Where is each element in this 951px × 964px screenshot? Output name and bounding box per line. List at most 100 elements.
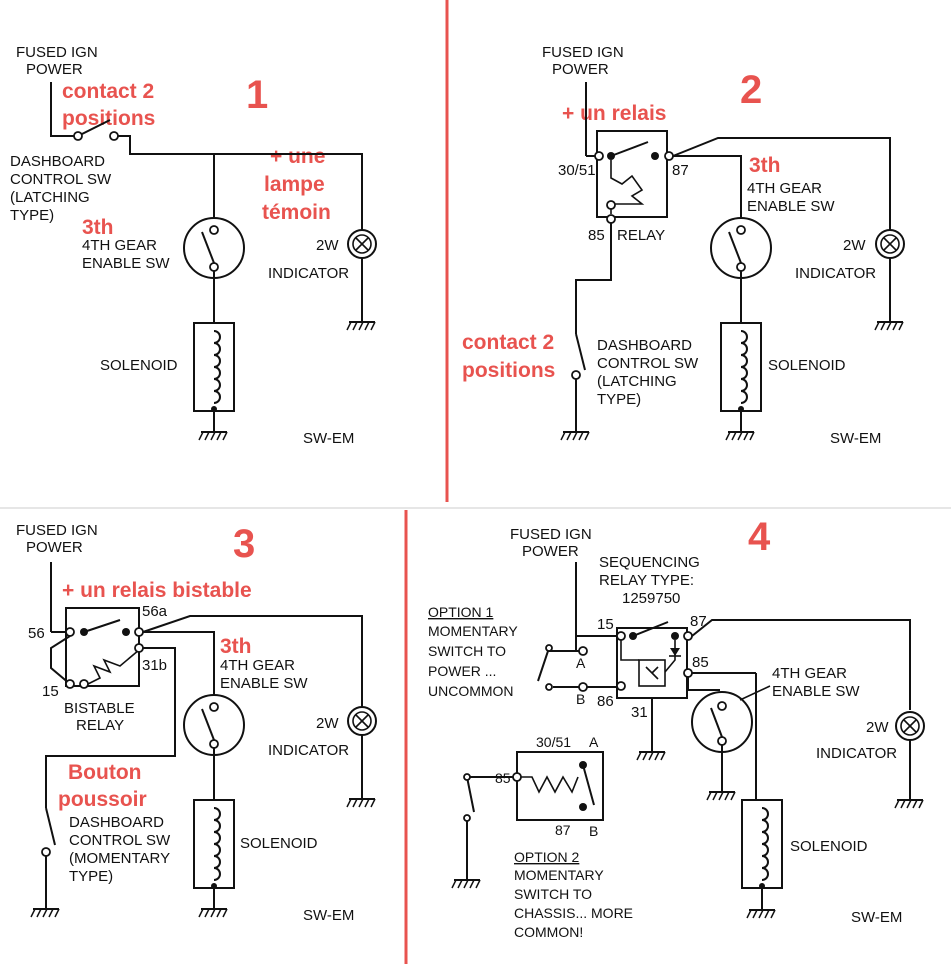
option1-title: OPTION 1 (428, 604, 494, 620)
relay-contact (122, 628, 130, 636)
wire (142, 615, 363, 707)
red-note-lamp-3: témoin (262, 201, 331, 224)
fused-power-label-1: FUSED IGN (16, 44, 98, 61)
switch-contact (209, 739, 219, 749)
panel-2: 2 FUSED IGN POWER + un relais 30/51 87 8… (462, 44, 905, 447)
relay-lever (610, 141, 649, 157)
red-note-3th: 3th (82, 216, 114, 239)
pin-label: 85 (692, 654, 709, 671)
switch-contact (578, 646, 588, 656)
dashboard-switch-lever (77, 119, 111, 137)
switch-contact (73, 131, 83, 141)
wire (50, 635, 71, 685)
relay-contact (671, 632, 679, 640)
lamp-watt-label: 2W (866, 719, 889, 736)
terminal-label: B (576, 691, 585, 707)
gear-switch-label-1: 4TH GEAR (220, 657, 295, 674)
solenoid-label: SOLENOID (100, 357, 178, 374)
red-note-contact-1: contact 2 (462, 331, 554, 354)
red-note-lamp-1: + une (270, 145, 325, 168)
wire (45, 647, 176, 808)
switch-contact (109, 131, 119, 141)
wire (620, 640, 639, 661)
dashboard-label-1: DASHBOARD (69, 814, 164, 831)
relay-contact (512, 772, 522, 782)
switch-contact (578, 682, 588, 692)
solenoid-label: SOLENOID (240, 835, 318, 852)
switch-contact (736, 262, 746, 272)
fused-power-label-2: POWER (552, 61, 609, 78)
gear-switch-label-1: 4TH GEAR (82, 237, 157, 254)
red-note-3th: 3th (749, 154, 781, 177)
relay-coil (521, 775, 579, 794)
switch-contact (736, 225, 746, 235)
relay-contact (65, 627, 75, 637)
wire (118, 135, 363, 230)
lamp-watt-label: 2W (316, 715, 339, 732)
pin-label: 31 (631, 704, 648, 721)
solenoid-coil (720, 322, 762, 413)
option2-line-3: CHASSIS... MORE (514, 905, 633, 921)
switch-contact (209, 262, 219, 272)
ground-icon (451, 879, 481, 889)
relay-contact (616, 631, 626, 641)
ground-icon (706, 791, 736, 801)
switch-contact (717, 736, 727, 746)
fused-power-label-2: POWER (26, 539, 83, 556)
red-note-contact-2: positions (462, 359, 555, 382)
wire (664, 640, 676, 673)
lamp-watt-label: 2W (843, 237, 866, 254)
pin-label: 87 (672, 162, 689, 179)
code-label: SW-EM (303, 907, 354, 924)
gear-switch-lever (710, 707, 723, 738)
gear-switch-label-1: 4TH GEAR (772, 665, 847, 682)
relay-box (65, 607, 140, 687)
relay-lever (632, 621, 669, 637)
dashboard-switch-lever (45, 807, 56, 846)
option2-switch-lever (466, 776, 475, 813)
pin-label: 86 (597, 693, 614, 710)
panel-4: 4 FUSED IGN POWER SEQUENCING RELAY TYPE:… (428, 515, 925, 940)
red-note-lamp-2: lampe (264, 173, 325, 196)
code-label: SW-EM (851, 909, 902, 926)
lamp-icon (875, 229, 905, 259)
switch-contact (545, 683, 553, 691)
sequencing-label-2: RELAY TYPE: (599, 572, 694, 589)
option2-relay-box (516, 751, 604, 821)
fused-power-label-1: FUSED IGN (510, 526, 592, 543)
lamp-icon (347, 229, 377, 259)
dashboard-label-4: TYPE) (597, 391, 641, 408)
option1-line-1: MOMENTARY (428, 623, 518, 639)
dashboard-label-2: CONTROL SW (69, 832, 171, 849)
pin-label: 87 (555, 822, 571, 838)
pin-label: 30/51 (536, 734, 571, 750)
ground-icon (346, 798, 376, 808)
relay-contact (579, 803, 587, 811)
ground-icon (198, 431, 228, 441)
pin-label: 31b (142, 657, 167, 674)
option2-line-1: MOMENTARY (514, 867, 604, 883)
relay-contact (65, 679, 75, 689)
relay-coil (610, 160, 645, 214)
wire (672, 137, 891, 230)
solenoid-coil (193, 799, 235, 890)
relay-contact (651, 152, 659, 160)
pin-label: 56 (28, 625, 45, 642)
wire (673, 155, 742, 218)
dashboard-label-3: (MOMENTARY (69, 850, 170, 867)
code-label: SW-EM (830, 430, 881, 447)
solenoid-coil (741, 799, 783, 890)
relay-contact (616, 681, 626, 691)
option1-switch-lever (537, 650, 579, 682)
dashboard-switch-lever (575, 333, 586, 371)
ground-icon (560, 431, 590, 441)
gear-switch-lever (201, 231, 215, 264)
relay-contact (664, 151, 674, 161)
ground-icon (346, 321, 376, 331)
relay-contact (594, 151, 604, 161)
indicator-label: INDICATOR (268, 265, 349, 282)
dashboard-label-4: TYPE) (10, 207, 54, 224)
pin-label: 15 (597, 616, 614, 633)
red-note-3th: 3th (220, 635, 252, 658)
